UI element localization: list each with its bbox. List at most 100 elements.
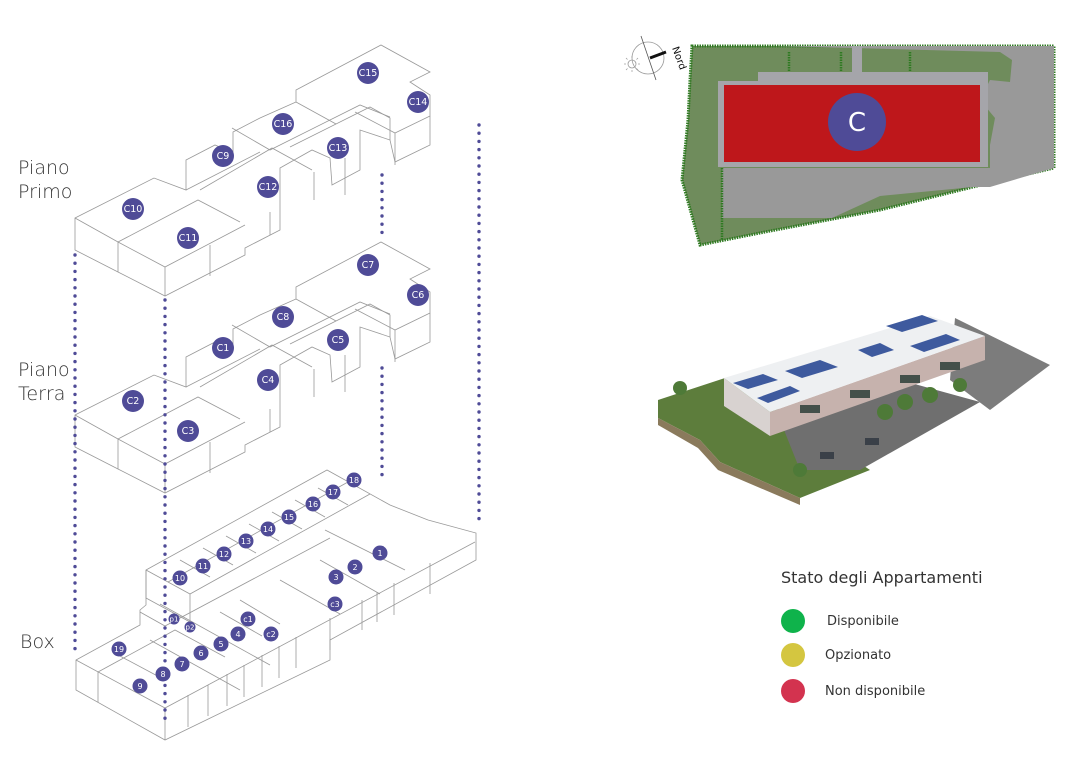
unit-marker-19[interactable]: 19	[111, 641, 127, 657]
unit-marker-circle[interactable]	[407, 284, 429, 306]
unit-marker-17[interactable]: 17	[325, 484, 341, 500]
unit-marker-c3[interactable]: c3	[327, 596, 343, 612]
unit-marker-circle[interactable]	[305, 496, 321, 512]
unit-marker-c15[interactable]: C15	[357, 62, 379, 84]
unit-marker-c12[interactable]: C12	[257, 176, 279, 198]
unit-marker-circle[interactable]	[195, 558, 211, 574]
unit-marker-circle[interactable]	[346, 472, 362, 488]
unit-marker-circle[interactable]	[230, 626, 246, 642]
unit-marker-circle[interactable]	[193, 645, 209, 661]
unit-marker-circle[interactable]	[174, 656, 190, 672]
guide-dot	[73, 450, 77, 454]
unit-marker-circle[interactable]	[177, 420, 199, 442]
unit-marker-2[interactable]: 2	[347, 559, 363, 575]
unit-marker-circle[interactable]	[216, 546, 232, 562]
unit-marker-circle[interactable]	[357, 62, 379, 84]
unit-marker-p1[interactable]: p1	[168, 613, 180, 625]
guide-dot	[163, 339, 167, 343]
guide-dot	[73, 589, 77, 593]
unit-marker-circle[interactable]	[122, 390, 144, 412]
unit-marker-p2[interactable]: p2	[184, 621, 196, 633]
unit-marker-c4[interactable]: C4	[257, 369, 279, 391]
unit-marker-circle[interactable]	[327, 137, 349, 159]
unit-marker-c2[interactable]: C2	[122, 390, 144, 412]
legend-item-opzionato: Opzionato	[781, 643, 891, 667]
unit-marker-circle[interactable]	[272, 113, 294, 135]
unit-marker-circle[interactable]	[281, 509, 297, 525]
guide-dot	[477, 279, 481, 283]
unit-marker-circle[interactable]	[327, 329, 349, 351]
unit-marker-circle[interactable]	[325, 484, 341, 500]
unit-marker-16[interactable]: 16	[305, 496, 321, 512]
unit-marker-12[interactable]: 12	[216, 546, 232, 562]
unit-marker-circle[interactable]	[407, 91, 429, 113]
unit-marker-circle[interactable]	[272, 306, 294, 328]
unit-marker-circle[interactable]	[260, 521, 276, 537]
unit-marker-8[interactable]: 8	[155, 666, 171, 682]
unit-marker-14[interactable]: 14	[260, 521, 276, 537]
unit-marker-circle[interactable]	[172, 570, 188, 586]
unit-marker-c2[interactable]: c2	[263, 626, 279, 642]
unit-marker-3[interactable]: 3	[328, 569, 344, 585]
unit-marker-18[interactable]: 18	[346, 472, 362, 488]
unit-marker-circle[interactable]	[372, 545, 388, 561]
unit-marker-c11[interactable]: C11	[177, 227, 199, 249]
guide-dot	[73, 638, 77, 643]
unit-marker-13[interactable]: 13	[238, 533, 254, 549]
unit-marker-circle[interactable]	[357, 254, 379, 276]
unit-marker-circle[interactable]	[257, 369, 279, 391]
unit-marker-c6[interactable]: C6	[407, 284, 429, 306]
guide-dot	[477, 328, 481, 332]
unit-marker-circle[interactable]	[238, 533, 254, 549]
guide-dot	[477, 393, 481, 398]
guide-dot	[163, 708, 167, 712]
unit-marker-circle[interactable]	[212, 337, 234, 359]
unit-marker-10[interactable]: 10	[172, 570, 188, 586]
unit-marker-circle[interactable]	[347, 559, 363, 575]
unit-marker-c5[interactable]: C5	[327, 329, 349, 351]
building-c-footprint[interactable]	[724, 85, 980, 162]
unit-marker-circle[interactable]	[168, 613, 180, 625]
unit-marker-circle[interactable]	[122, 198, 144, 220]
guide-dot	[477, 410, 481, 414]
unit-marker-c1[interactable]: c1	[240, 611, 256, 627]
legend-label: Disponibile	[827, 613, 899, 629]
unit-marker-circle[interactable]	[240, 611, 256, 627]
unit-marker-c16[interactable]: C16	[272, 113, 294, 135]
unit-marker-c9[interactable]: C9	[212, 145, 234, 167]
unit-marker-circle[interactable]	[257, 176, 279, 198]
unit-marker-circle[interactable]	[213, 636, 229, 652]
guide-dot	[477, 188, 481, 193]
unit-marker-7[interactable]: 7	[174, 656, 190, 672]
unit-marker-label: 16	[308, 500, 318, 509]
unit-marker-circle[interactable]	[263, 626, 279, 642]
unit-marker-4[interactable]: 4	[230, 626, 246, 642]
guide-dot	[477, 344, 481, 349]
building-c-marker[interactable]	[828, 93, 886, 151]
unit-marker-c7[interactable]: C7	[357, 254, 379, 276]
guide-dot	[477, 377, 481, 381]
unit-marker-circle[interactable]	[177, 227, 199, 249]
unit-marker-circle[interactable]	[328, 569, 344, 585]
unit-marker-11[interactable]: 11	[195, 558, 211, 574]
unit-marker-c10[interactable]: C10	[122, 198, 144, 220]
unit-marker-circle[interactable]	[155, 666, 171, 682]
unit-marker-6[interactable]: 6	[193, 645, 209, 661]
guide-dot	[73, 622, 77, 626]
unit-marker-circle[interactable]	[327, 596, 343, 612]
unit-marker-c13[interactable]: C13	[327, 137, 349, 159]
unit-marker-15[interactable]: 15	[281, 509, 297, 525]
unit-marker-c1[interactable]: C1	[212, 337, 234, 359]
unit-marker-circle[interactable]	[111, 641, 127, 657]
unit-marker-1[interactable]: 1	[372, 545, 388, 561]
unit-marker-circle[interactable]	[184, 621, 196, 633]
unit-marker-5[interactable]: 5	[213, 636, 229, 652]
unit-marker-c14[interactable]: C14	[407, 91, 429, 113]
guide-dot	[73, 318, 77, 323]
unit-marker-c8[interactable]: C8	[272, 306, 294, 328]
unit-marker-9[interactable]: 9	[132, 678, 148, 694]
unit-marker-c3[interactable]: C3	[177, 420, 199, 442]
unit-marker-circle[interactable]	[212, 145, 234, 167]
unit-marker-circle[interactable]	[132, 678, 148, 694]
